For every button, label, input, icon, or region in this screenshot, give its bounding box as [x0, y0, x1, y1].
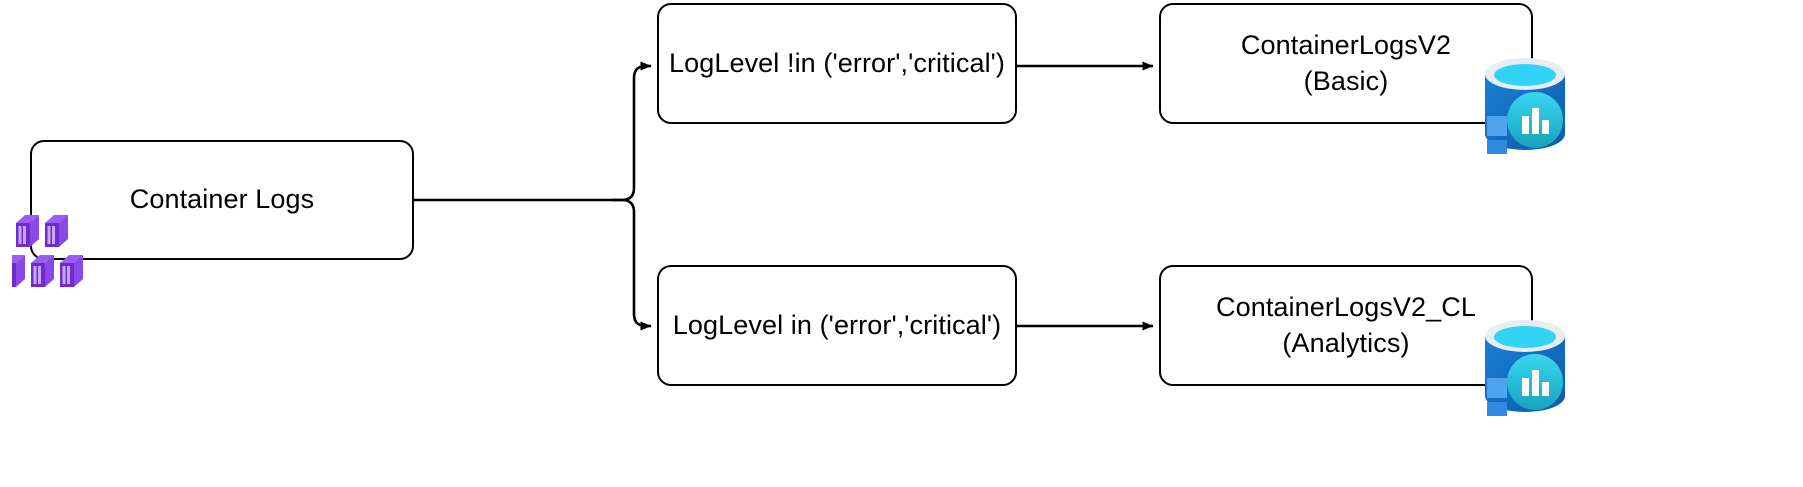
containers-icon [12, 215, 83, 287]
filter-not-error-critical-node[interactable]: LogLevel !in ('error','critical') [657, 3, 1017, 124]
log-analytics-database-icon [1485, 58, 1565, 154]
filter-error-critical-node[interactable]: LogLevel in ('error','critical') [657, 265, 1017, 386]
edge-split-filter-bottom [612, 198, 652, 331]
destination-containerlogsv2-basic-node[interactable]: ContainerLogsV2 (Basic) [1159, 3, 1533, 124]
destination-containerlogsv2-cl-analytics-node[interactable]: ContainerLogsV2_CL (Analytics) [1159, 265, 1533, 386]
log-analytics-database-icon [1485, 320, 1565, 416]
edge-split-filter-top [612, 61, 652, 202]
container-logs-source-node[interactable]: Container Logs [30, 140, 414, 260]
